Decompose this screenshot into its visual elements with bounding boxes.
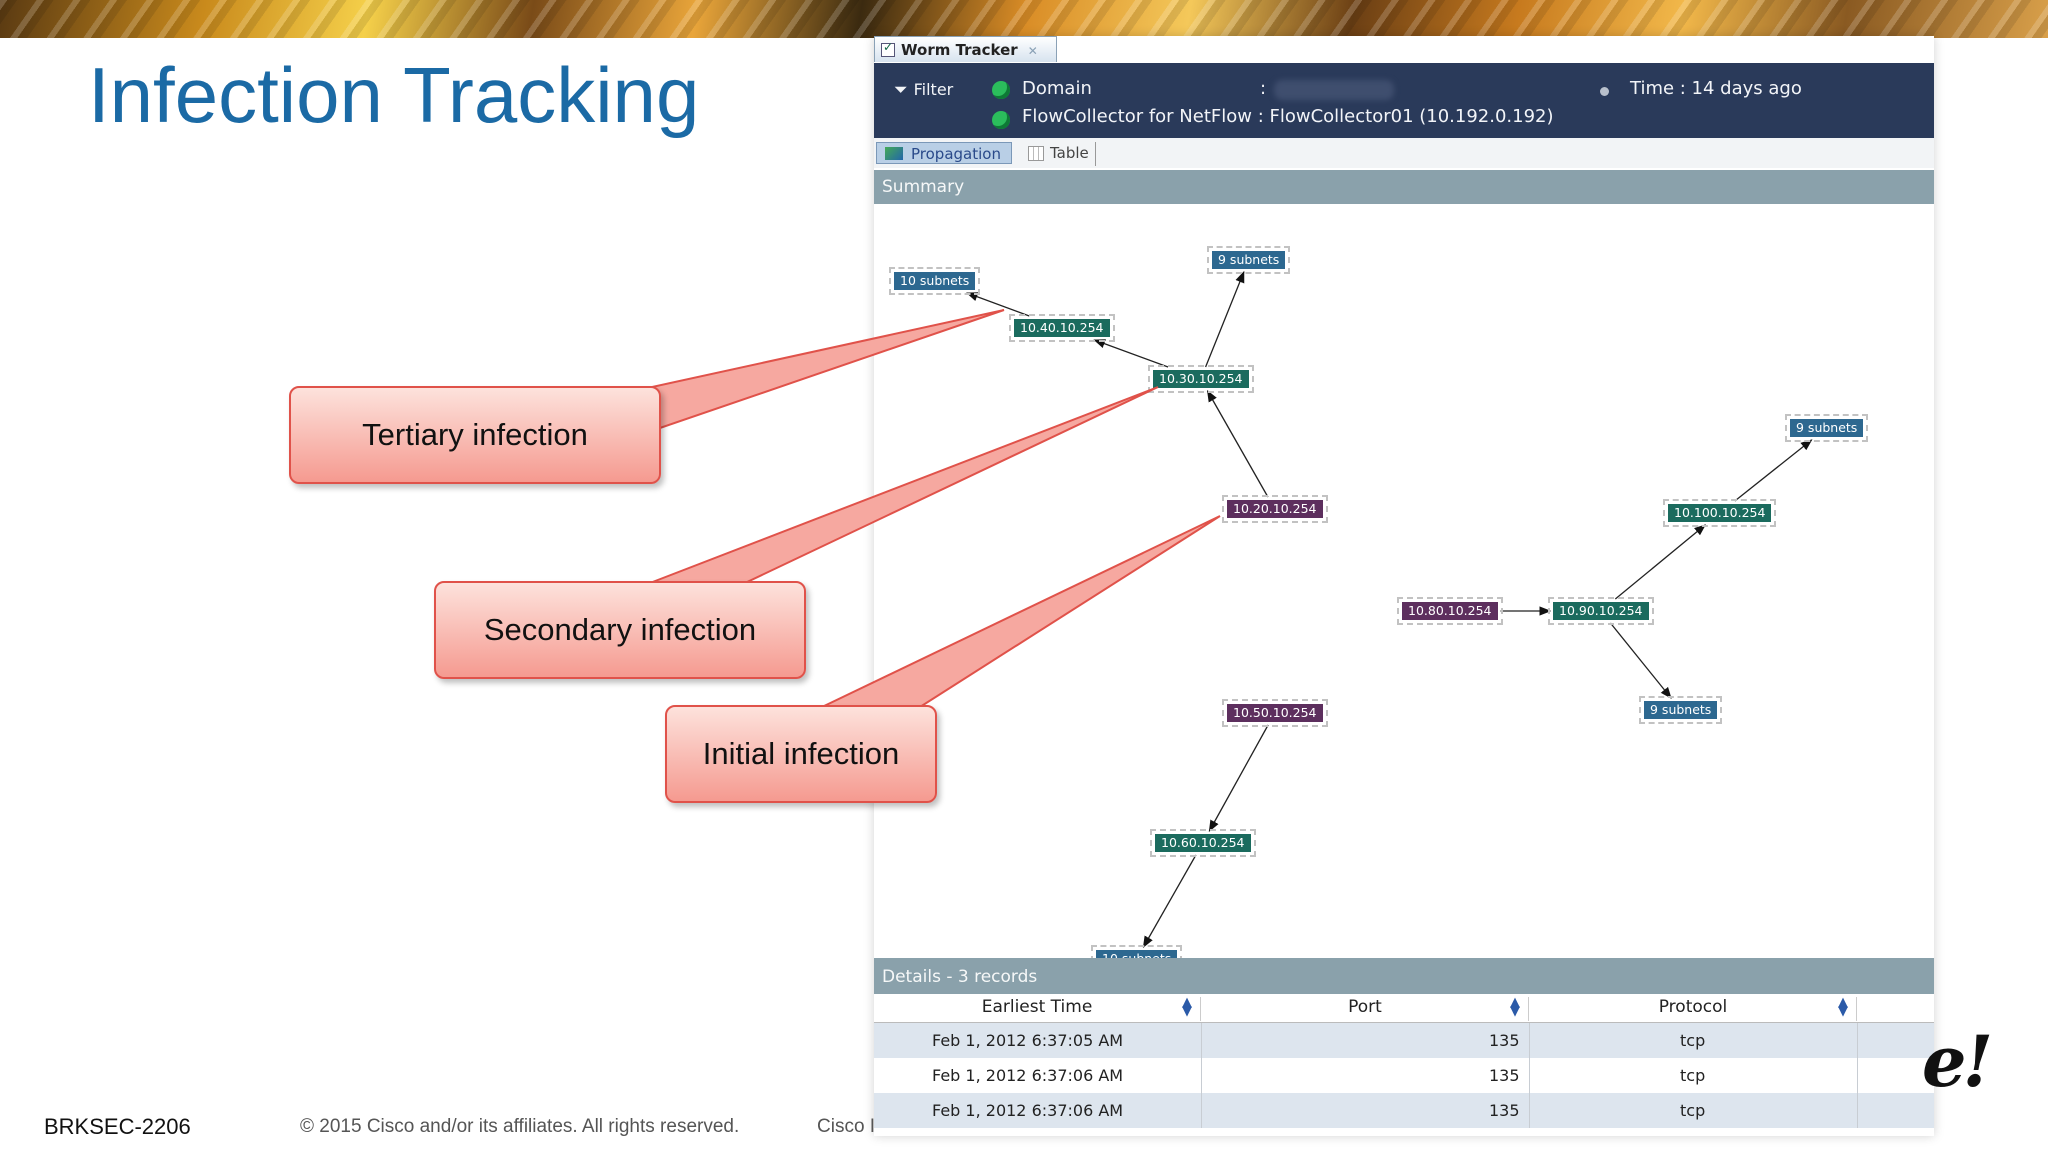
column-divider [1201, 1023, 1202, 1058]
view-tabs: Propagation Table [874, 138, 1934, 168]
propagation-edge [1142, 854, 1197, 949]
graph-node-host[interactable]: 10.30.10.254 [1148, 365, 1254, 393]
redacted-domain-value [1274, 80, 1394, 100]
collector-globe-icon [992, 111, 1010, 129]
column-divider [1529, 1023, 1530, 1058]
graph-node-host[interactable]: 10.80.10.254 [1397, 597, 1503, 625]
secondary-infection-callout: Secondary infection [434, 581, 806, 679]
graph-node-host[interactable]: 10.20.10.254 [1222, 495, 1328, 523]
cisco-live-logo: e! [1922, 1020, 1993, 1103]
propagation-edge [1609, 622, 1672, 699]
column-header-label: Earliest Time [981, 997, 1093, 1017]
domain-globe-icon [992, 81, 1010, 99]
footer-cisco-text: Cisco I [817, 1116, 876, 1137]
table-grid-icon [1028, 146, 1044, 161]
graph-node-host[interactable]: 10.50.10.254 [1222, 699, 1328, 727]
graph-node-subnets[interactable]: 10 subnets [888, 267, 981, 295]
table-row[interactable]: Feb 1, 2012 6:37:05 AM 135 tcp [874, 1023, 1934, 1058]
column-header-label: Port [1348, 997, 1382, 1017]
propagation-edge [1204, 270, 1245, 368]
filter-label: Filter [913, 80, 954, 99]
column-header-protocol[interactable]: Protocol ▲▼ [1530, 995, 1857, 1021]
graph-node-host[interactable]: 10.100.10.254 [1662, 499, 1777, 527]
domain-separator: : [1260, 78, 1267, 99]
propagation-graph: 10 subnets 9 subnets 10.40.10.254 10.30.… [874, 204, 1934, 973]
cell-protocol: tcp [1680, 1066, 1706, 1085]
sort-arrows-icon[interactable]: ▲▼ [1510, 995, 1520, 1019]
sort-arrows-icon[interactable]: ▲▼ [1182, 995, 1192, 1019]
filter-button[interactable]: ⏷ Filter [894, 80, 953, 100]
tab-table-label: Table [1050, 144, 1089, 162]
cell-protocol: tcp [1680, 1031, 1706, 1050]
checkbox-icon [881, 40, 895, 57]
cell-earliest-time: Feb 1, 2012 6:37:06 AM [932, 1066, 1124, 1085]
propagation-edge [1208, 724, 1269, 833]
time-bullet-icon [1600, 87, 1609, 96]
tab-propagation-label: Propagation [911, 145, 1001, 163]
propagation-edge [1614, 524, 1707, 600]
tab-propagation[interactable]: Propagation [876, 142, 1012, 164]
column-header-earliest-time[interactable]: Earliest Time ▲▼ [874, 995, 1201, 1021]
propagation-chart-icon [885, 147, 903, 160]
graph-node-host[interactable]: 10.40.10.254 [1009, 314, 1115, 342]
top-banner-image [0, 0, 2048, 38]
slide-title: Infection Tracking [88, 51, 700, 139]
graph-node-subnets[interactable]: 9 subnets [1784, 414, 1869, 442]
propagation-edge [1093, 339, 1169, 368]
propagation-edge [1734, 439, 1813, 502]
funnel-icon: ⏷ [894, 80, 908, 100]
cell-port: 135 [1489, 1066, 1520, 1085]
column-header-port[interactable]: Port ▲▼ [1202, 995, 1529, 1021]
copyright-notice: © 2015 Cisco and/or its affiliates. All … [300, 1116, 740, 1137]
summary-section-header: Summary [874, 170, 1934, 204]
context-header: ⏷ Filter Domain : FlowCollector for NetFl… [874, 63, 1934, 138]
cell-earliest-time: Feb 1, 2012 6:37:06 AM [932, 1101, 1124, 1120]
details-table-header: Earliest Time ▲▼ Port ▲▼ Protocol ▲▼ [874, 994, 1934, 1023]
initial-infection-callout: Initial infection [665, 705, 937, 803]
cell-port: 135 [1489, 1101, 1520, 1120]
domain-label: Domain [1022, 78, 1092, 99]
graph-node-subnets[interactable]: 9 subnets [1638, 696, 1723, 724]
propagation-edge [965, 292, 1030, 317]
worm-tracker-window: Worm Tracker ✕ ⏷ Filter Domain : FlowColle… [874, 36, 1934, 1136]
propagation-edge [1207, 389, 1269, 498]
column-divider [1857, 1023, 1858, 1058]
details-section-header: Details - 3 records [874, 958, 1934, 994]
graph-node-host[interactable]: 10.90.10.254 [1548, 597, 1654, 625]
table-row[interactable]: Feb 1, 2012 6:37:06 AM 135 tcp [874, 1093, 1934, 1128]
sort-arrows-icon[interactable]: ▲▼ [1838, 995, 1848, 1019]
propagation-edges [965, 270, 1813, 949]
cell-earliest-time: Feb 1, 2012 6:37:05 AM [932, 1031, 1124, 1050]
cell-protocol: tcp [1680, 1101, 1706, 1120]
tertiary-infection-callout: Tertiary infection [289, 386, 661, 484]
column-divider [1857, 1093, 1858, 1128]
time-range-label[interactable]: Time : 14 days ago [1630, 78, 1802, 99]
column-header-label: Protocol [1658, 997, 1728, 1017]
column-divider [1201, 1058, 1202, 1093]
graph-node-subnets[interactable]: 9 subnets [1206, 246, 1291, 274]
table-row[interactable]: Feb 1, 2012 6:37:06 AM 135 tcp [874, 1058, 1934, 1093]
column-divider [1857, 1058, 1858, 1093]
tab-table[interactable]: Table [1024, 142, 1096, 166]
column-divider [1529, 1058, 1530, 1093]
flow-collector-label: FlowCollector for NetFlow : FlowCollecto… [1022, 106, 1554, 127]
close-tab-icon[interactable]: ✕ [1027, 44, 1038, 58]
graph-node-host[interactable]: 10.60.10.254 [1150, 829, 1256, 857]
cell-port: 135 [1489, 1031, 1520, 1050]
worm-tracker-tab-label: Worm Tracker [901, 41, 1018, 59]
column-divider [1201, 1093, 1202, 1128]
session-code: BRKSEC-2206 [44, 1114, 191, 1139]
worm-tracker-tab[interactable]: Worm Tracker ✕ [874, 36, 1057, 62]
column-divider [1529, 1093, 1530, 1128]
